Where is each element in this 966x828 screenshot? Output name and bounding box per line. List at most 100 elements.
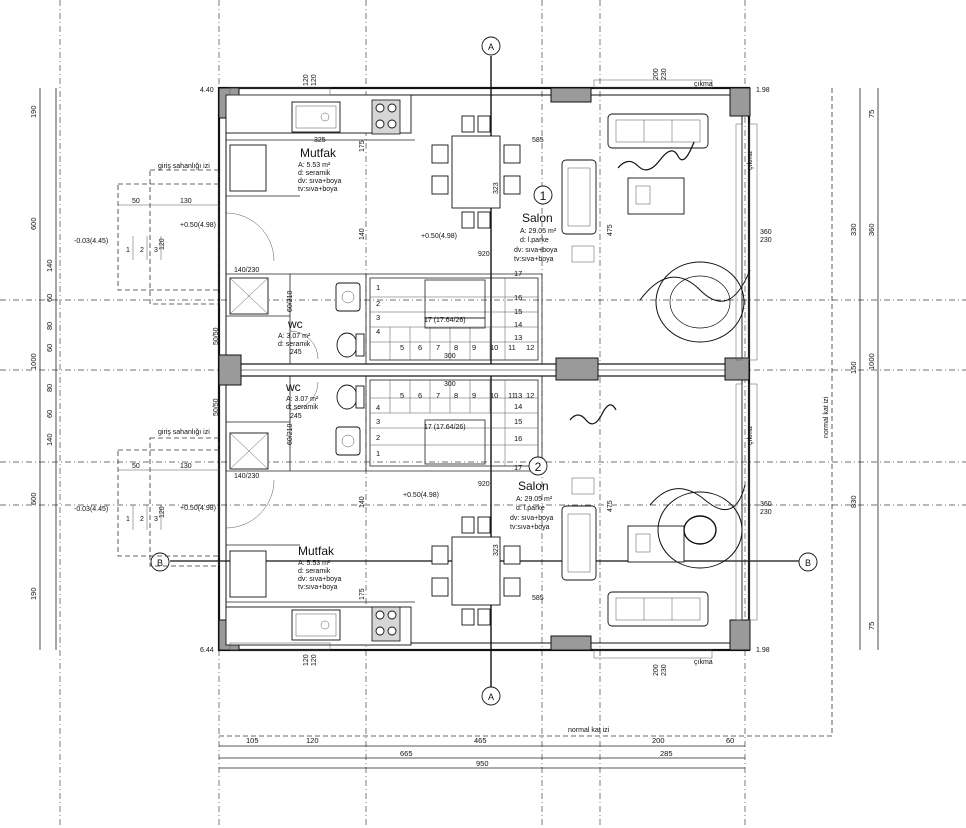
wc-top-area: A: 3.07 m² [278, 333, 311, 340]
salon-bottom-number-circle [528, 456, 548, 476]
salon-window-top-label2: 230 [760, 237, 772, 244]
kitchen-top-area: A: 5.53 m² [298, 162, 331, 169]
level-bottom-right: 1.98 [756, 647, 770, 654]
stair-tread-number: 3 [376, 313, 380, 322]
stair-tread-number: 15 [514, 417, 522, 426]
stair-tread-number: 12 [526, 343, 534, 352]
kitchen-bottom-wall: dv: sıva+boya [298, 576, 341, 583]
section-b-right-label: B [805, 558, 811, 568]
dim-bottom-105: 105 [246, 736, 259, 745]
stair-tread-number: 16 [514, 434, 522, 443]
level-top-right: 1.98 [756, 87, 770, 94]
wc-top-name: wc [287, 317, 303, 331]
stair-tread-number: 17 [514, 269, 522, 278]
dimension-lines [39, 88, 879, 769]
dist-323-top: 323 [493, 182, 500, 194]
cikma-right-bottom: çıkma [747, 426, 754, 445]
wc-top-floor: d: seramik [278, 341, 311, 348]
balcony-bottom-label: 200 [653, 664, 660, 676]
dim-left-5: 60 [45, 344, 54, 352]
kitchen-bottom-floor: d: seramik [298, 568, 331, 575]
stair-tread-number: 11 [508, 343, 516, 352]
dining-tables [431, 115, 521, 626]
step-2-bottom: 2 [140, 516, 144, 523]
salon-top-area: A: 29.05 m² [520, 228, 557, 235]
stair-tread-number: 9 [472, 343, 476, 352]
dim-bottom-465: 465 [474, 736, 487, 745]
kitchen-bottom-area: A: 5.53 m² [298, 560, 331, 567]
sink-top [291, 101, 341, 133]
stair-tread-number: 13 [514, 391, 522, 400]
stair-tread-number: 5 [400, 343, 404, 352]
staircase-bottom [369, 379, 539, 467]
salon-window-bottom-label: 360 [760, 501, 772, 508]
stair-tread-number: 4 [376, 403, 380, 412]
dim-bottom-60: 60 [726, 736, 734, 745]
kitchen-top-wall: dv: sıva+boya [298, 178, 341, 185]
stair-tread-number: 1 [376, 449, 380, 458]
stair-tread-number: 9 [472, 391, 476, 400]
stair-tread-number: 11 [508, 391, 516, 400]
normal-kat-label-bottom: normal kat izi [568, 727, 610, 734]
normal-kat-label-right: normal kat izi [823, 396, 830, 438]
salon-window-top-label: 360 [760, 229, 772, 236]
dist-323-bottom: 323 [493, 544, 500, 556]
stair-tread-number: 10 [490, 343, 498, 352]
wc-door-bottom-label: 60/210 [287, 423, 294, 445]
salon-top-ceiling: tv:sıva+boya [514, 256, 554, 263]
section-a-top-label: A [488, 42, 494, 52]
stair-top-length: 300 [444, 353, 456, 360]
dim-right-2: 1000 [867, 353, 876, 370]
stair-tread-number: 10 [490, 391, 498, 400]
dim-left-3: 60 [45, 294, 54, 302]
cikma-right-top: çıkma [747, 151, 754, 170]
salon-top-width: 585 [532, 137, 544, 144]
step-2-top: 2 [140, 247, 144, 254]
kitchen-window-top-label: 120 [303, 74, 310, 86]
dimensions-bottom: 105 120 465 200 60 665 285 950 [246, 736, 734, 768]
dim-bottom-200: 200 [652, 736, 665, 745]
salon-window-bottom-label2: 230 [760, 509, 772, 516]
entry-label-top: giriş sahanlığı izi [158, 163, 210, 170]
step-1-bottom: 1 [126, 516, 130, 523]
dim-right-3: 330 [849, 223, 858, 236]
stair-tread-number: 3 [376, 417, 380, 426]
stair-bottom-length: 300 [444, 381, 456, 388]
door-top-label: 140/230 [234, 267, 259, 274]
signature-marks [569, 141, 751, 569]
stair-tread-number: 8 [454, 391, 458, 400]
shower-trays [229, 277, 269, 470]
dim-left-4: 80 [45, 322, 54, 330]
sink-bottom [291, 609, 341, 641]
section-a-top-marker [481, 36, 501, 56]
salon-bottom-area: A: 29.05 m² [516, 496, 553, 503]
kitchen-window-bottom-label: 120 [303, 654, 310, 666]
dim-left-6: 1000 [29, 353, 38, 370]
stair-tread-number: 7 [436, 391, 440, 400]
dim-left-9: 140 [45, 433, 54, 446]
kitchen-top-width: 325 [314, 137, 326, 144]
entry-steps [117, 169, 220, 567]
section-a-bottom-marker [481, 686, 501, 706]
stair-tread-number: 14 [514, 320, 522, 329]
balcony-top-label: 200 [653, 68, 660, 80]
stair-tread-number: 5 [400, 391, 404, 400]
salon-furniture [561, 113, 709, 627]
dist-475-top: 475 [607, 224, 614, 236]
wc-window-bottom-label: 50/50 [213, 398, 220, 416]
step-130-top: 130 [180, 198, 192, 205]
dim-bottom-120: 120 [306, 736, 319, 745]
salon-top-floor: d: l.parke [520, 237, 549, 244]
entry-label-bottom: giriş sahanlığı izi [158, 429, 210, 436]
stamp-bottom [657, 491, 743, 569]
wc-fixtures [335, 282, 365, 456]
dim-right-6: 75 [867, 622, 876, 630]
wc-bottom-name: wc [285, 380, 301, 394]
step-130-bottom: 130 [180, 463, 192, 470]
stair-tread-number: 16 [514, 293, 522, 302]
dim-left-2: 140 [45, 259, 54, 272]
dim-left-7: 80 [45, 384, 54, 392]
